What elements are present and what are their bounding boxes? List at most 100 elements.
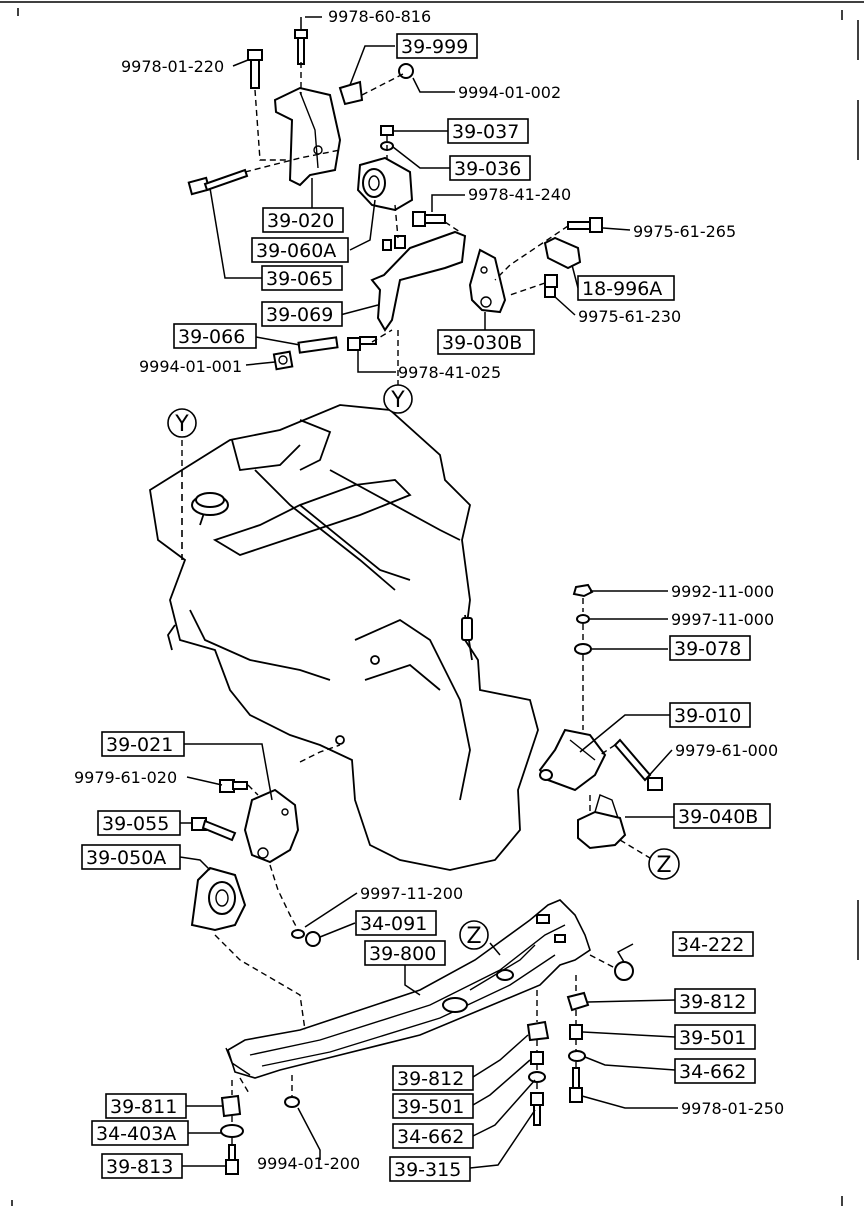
svg-text:39-021: 39-021	[106, 734, 173, 756]
label-9979-61-020: 9979-61-020	[74, 768, 177, 787]
svg-text:39-040B: 39-040B	[678, 806, 758, 828]
svg-text:Z: Z	[656, 853, 671, 878]
svg-text:39-813: 39-813	[106, 1156, 173, 1178]
washer-9997-11-200	[291, 929, 305, 939]
svg-text:39-065: 39-065	[266, 268, 333, 290]
boxed-label-39-010: 39-010	[669, 702, 751, 728]
label-9992-11-000: 9992-11-000	[671, 582, 774, 601]
boxed-label-18-996A: 18-996A	[577, 275, 675, 301]
spacer-39-501-center	[530, 1051, 544, 1065]
bolt-9979-61-000	[613, 738, 663, 791]
boxed-label-39-066: 39-066	[173, 323, 257, 349]
nut-9994-01-001	[272, 350, 294, 371]
boxed-label-39-501-center: 39-501	[392, 1093, 474, 1119]
nut-34-091	[305, 931, 321, 947]
ref-marker-z-right: Z	[648, 848, 680, 880]
label-9978-01-220: 9978-01-220	[121, 57, 224, 76]
label-9975-61-265: 9975-61-265	[633, 222, 736, 241]
label-9997-11-200: 9997-11-200	[360, 884, 463, 903]
svg-text:39-501: 39-501	[397, 1096, 464, 1118]
assembly-lines	[181, 62, 651, 1145]
svg-text:39-078: 39-078	[674, 638, 741, 660]
boxed-part-numbers: 39-999 39-037 39-036 39-020 39-060A 39-0…	[81, 33, 771, 1182]
boxed-label-39-030B: 39-030B	[437, 329, 535, 355]
bolt-39-315	[530, 1092, 544, 1126]
boxed-label-39-078: 39-078	[669, 635, 751, 661]
boxed-label-39-811: 39-811	[105, 1093, 187, 1119]
washer-34-662-right	[568, 1050, 586, 1062]
rubber-39-811	[220, 1094, 242, 1118]
label-9978-60-816: 9978-60-816	[328, 7, 431, 26]
ref-marker-y-top: Y	[383, 384, 413, 414]
bolt-39-813	[225, 1144, 239, 1175]
svg-text:34-222: 34-222	[677, 934, 744, 956]
boxed-label-39-065: 39-065	[261, 265, 343, 291]
boxed-label-39-036: 39-036	[449, 155, 531, 181]
boxed-label-39-800: 39-800	[364, 940, 446, 966]
boxed-label-39-315: 39-315	[389, 1156, 471, 1182]
svg-text:39-036: 39-036	[454, 158, 521, 180]
boxed-label-34-662-right: 34-662	[674, 1058, 756, 1084]
boxed-label-39-999: 39-999	[396, 33, 478, 59]
mount-39-050A	[190, 866, 247, 932]
bolt-9975-61-230	[544, 274, 558, 298]
boxed-label-34-403A: 34-403A	[91, 1120, 189, 1146]
svg-text:34-403A: 34-403A	[96, 1123, 176, 1145]
stud-39-066	[297, 336, 339, 354]
bolt-9978-01-220	[247, 49, 263, 89]
svg-text:39-501: 39-501	[679, 1027, 746, 1049]
label-9978-41-025: 9978-41-025	[398, 363, 501, 382]
bolt-9978-41-025	[347, 336, 377, 351]
svg-text:39-010: 39-010	[674, 705, 741, 727]
svg-text:Y: Y	[174, 412, 189, 437]
svg-text:39-069: 39-069	[266, 304, 333, 326]
svg-text:39-055: 39-055	[102, 813, 169, 835]
bracket-39-069	[370, 230, 467, 332]
crossmember	[225, 899, 591, 1079]
washer-9997-11-000	[576, 614, 590, 624]
svg-text:34-662: 34-662	[397, 1126, 464, 1148]
engine-block	[149, 404, 539, 871]
svg-text:34-091: 34-091	[360, 913, 427, 935]
clip-39-999	[338, 80, 364, 106]
ref-marker-z-member: Z	[459, 920, 489, 950]
svg-text:39-999: 39-999	[401, 36, 468, 58]
washer-39-078	[574, 643, 592, 655]
boxed-label-39-812-center: 39-812	[392, 1065, 474, 1091]
reference-markers: Y Y Z Z	[167, 384, 680, 950]
bolt-39-055	[191, 817, 237, 842]
leader-lines	[179, 16, 678, 1169]
label-9975-61-230: 9975-61-230	[578, 307, 681, 326]
mount-39-040B	[577, 794, 627, 850]
boxed-label-39-050A: 39-050A	[81, 844, 181, 870]
bolt-9975-61-265	[567, 217, 603, 233]
washer-34-662-center	[528, 1071, 546, 1083]
boxed-label-39-069: 39-069	[261, 301, 343, 327]
nut-39-037	[380, 125, 394, 136]
svg-text:39-030B: 39-030B	[442, 332, 522, 354]
svg-text:39-050A: 39-050A	[86, 847, 166, 869]
label-9978-01-250: 9978-01-250	[681, 1099, 784, 1118]
boxed-label-39-060A: 39-060A	[251, 237, 349, 263]
boxed-label-39-501-right: 39-501	[674, 1024, 756, 1050]
svg-text:18-996A: 18-996A	[582, 278, 662, 300]
nut-9994-01-002	[398, 63, 414, 79]
ref-marker-y-engine: Y	[167, 408, 197, 438]
svg-text:39-315: 39-315	[394, 1159, 461, 1181]
svg-text:39-020: 39-020	[267, 210, 334, 232]
bolt-9978-60-816	[294, 29, 308, 65]
plain-part-numbers: 9978-60-816 9978-01-220 9994-01-002 9978…	[74, 7, 784, 1173]
boxed-label-39-021: 39-021	[101, 731, 185, 757]
svg-text:39-812: 39-812	[679, 991, 746, 1013]
bolt-9978-01-250	[569, 1067, 583, 1103]
boxed-label-39-037: 39-037	[447, 118, 529, 144]
boxed-label-34-662-center: 34-662	[392, 1123, 474, 1149]
label-9978-41-240: 9978-41-240	[468, 185, 571, 204]
svg-text:39-060A: 39-060A	[256, 240, 336, 262]
bolt-9978-41-240	[412, 211, 446, 227]
boxed-label-39-020: 39-020	[262, 207, 344, 233]
bushing-34-222	[614, 961, 634, 981]
rubber-39-812-right	[566, 991, 590, 1012]
